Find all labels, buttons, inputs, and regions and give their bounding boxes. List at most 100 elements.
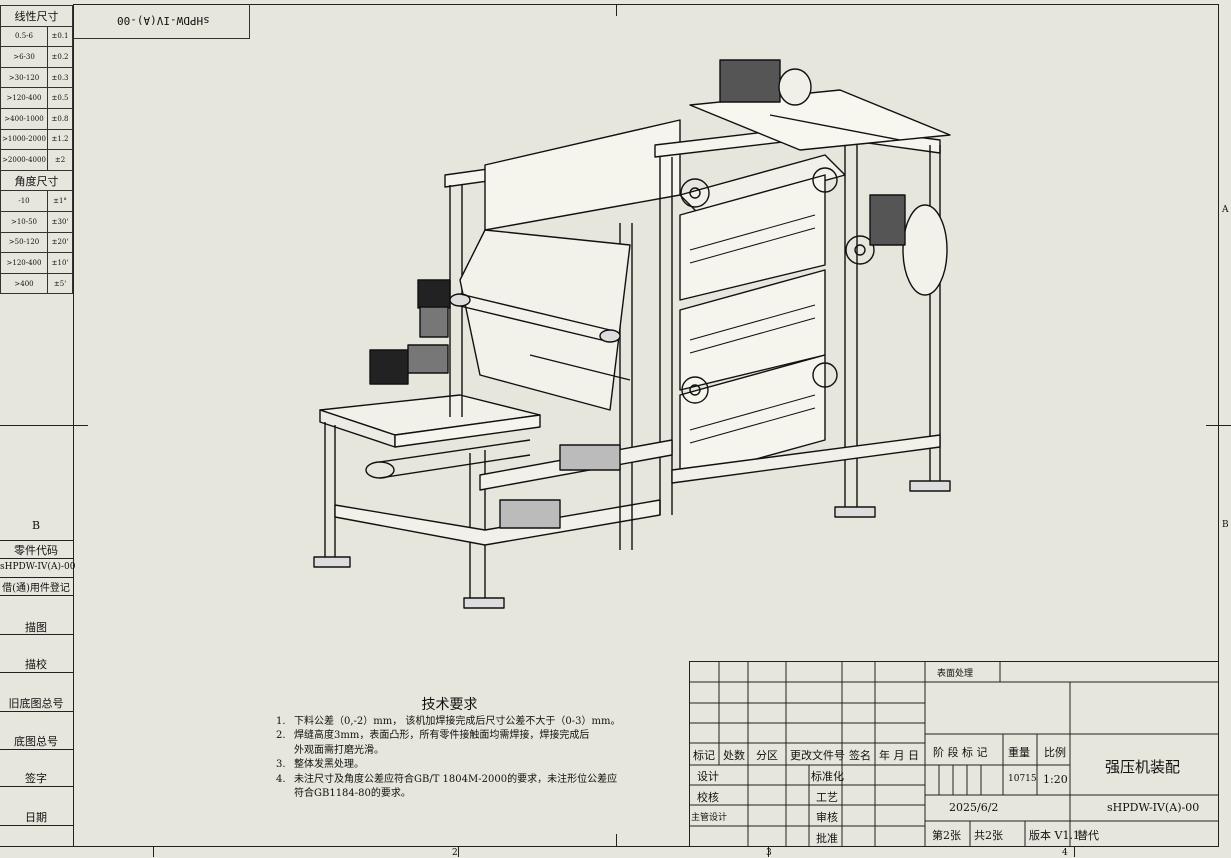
- zone-letter-left: B: [31, 519, 41, 532]
- zone-number: 4: [1062, 848, 1068, 858]
- design-label: 设计: [697, 770, 719, 783]
- tol-value: ±0.2: [47, 46, 73, 68]
- part-code: sHPDW-IV(A)-00: [0, 562, 76, 572]
- tol-range: >120-400: [0, 252, 48, 274]
- tol-range: -10: [0, 190, 48, 212]
- zone-number: 3: [766, 848, 772, 858]
- tech-item: 3. 整体发黑处理。: [272, 758, 672, 773]
- header-count: 处数: [723, 749, 745, 762]
- header-change-doc: 更改文件号: [790, 749, 845, 762]
- tech-item-number: 3.: [276, 759, 286, 770]
- linear-title: 线性尺寸: [0, 5, 73, 27]
- header-date: 年 月 日: [879, 749, 919, 762]
- tick: [616, 834, 617, 846]
- rule: [0, 595, 73, 596]
- tol-range: >400-1000: [0, 107, 48, 130]
- tol-value: ±0.3: [47, 66, 73, 89]
- rule: [0, 672, 73, 673]
- stage-mark-label: 阶 段 标 记: [933, 746, 988, 759]
- tech-item-text: 外观面需打磨光滑。: [294, 744, 384, 756]
- technical-requirements: 技术要求 1. 下料公差（0,-2）mm， 该机加焊接完成后尺寸公差不大于（0-3…: [272, 698, 672, 802]
- base-drawing-label: 底图总号: [14, 735, 58, 748]
- tol-range: 0.5-6: [0, 25, 48, 48]
- version: 版本 V1.1: [1029, 829, 1080, 842]
- tol-range: >1000-2000: [0, 128, 48, 151]
- rule: [0, 558, 73, 559]
- tech-item: 符合GB1184-80的要求。: [272, 787, 672, 802]
- rule: [0, 577, 73, 578]
- tech-item: 4. 未注尺寸及角度公差应符合GB/T 1804M-2000的要求，未注形位公差应: [272, 773, 672, 788]
- header-mark: 标记: [693, 749, 715, 762]
- tol-value: ±20': [47, 231, 73, 254]
- tol-value: ±1°: [47, 190, 73, 212]
- surface-treatment-label: 表面处理: [937, 669, 974, 679]
- tol-value: ±5': [47, 272, 73, 295]
- weight-label: 重量: [1008, 746, 1030, 759]
- tech-item: 1. 下料公差（0,-2）mm， 该机加焊接完成后尺寸公差不大于（0-3）mm。: [272, 715, 672, 730]
- tech-item-text: 符合GB1184-80的要求。: [294, 788, 411, 799]
- mirrored-code-box: sHPDW-IV(A)-00: [73, 4, 250, 39]
- replaces-label: 替代: [1077, 829, 1099, 842]
- trace-check-label: 描校: [25, 658, 47, 671]
- scale-label: 比例: [1044, 746, 1066, 759]
- check-label: 校核: [697, 791, 719, 804]
- tol-value: ±1.2: [47, 128, 73, 151]
- rule: [0, 540, 73, 541]
- sheet-number: 第2张: [932, 829, 961, 842]
- tick: [1074, 846, 1075, 857]
- tech-title: 技术要求: [421, 697, 478, 713]
- rule: [0, 634, 73, 635]
- tech-item-text: 整体发黑处理。: [294, 759, 364, 770]
- tol-range: >6-30: [0, 46, 48, 68]
- angular-title: 角度尺寸: [0, 169, 73, 192]
- tech-item-number: 2.: [276, 730, 286, 741]
- tick: [0, 425, 88, 426]
- tech-item-text: 下料公差（0,-2）mm， 该机加焊接完成后尺寸公差不大于（0-3）mm。: [294, 715, 621, 727]
- tol-value: ±10': [47, 252, 73, 274]
- standardization-label: 标准化: [811, 770, 844, 783]
- frame-top: [73, 4, 1219, 5]
- mirrored-code: sHPDW-IV(A)-00: [117, 14, 210, 27]
- tol-range: >120-400: [0, 87, 48, 109]
- sign-label: 签字: [25, 772, 47, 785]
- tol-range: >10-50: [0, 210, 48, 233]
- tick: [768, 846, 769, 857]
- tol-range: >50-120: [0, 231, 48, 254]
- title-block: 表面处理 标记 处数 分区 更改文件号 签名 年 月 日 设计 标准化 校核 工…: [689, 661, 1219, 847]
- date-label: 日期: [25, 811, 47, 824]
- trace-label: 描图: [25, 621, 47, 634]
- rule: [0, 711, 73, 712]
- tol-range: >2000-4000: [0, 149, 48, 171]
- approve-label: 批准: [816, 832, 838, 845]
- zone-number: 2: [452, 848, 458, 858]
- zone-letter: A: [1222, 205, 1229, 215]
- tick: [616, 4, 617, 16]
- rule: [0, 786, 73, 787]
- tech-item-number: 4.: [276, 773, 286, 785]
- tol-value: ±2: [47, 149, 73, 171]
- tick: [458, 846, 459, 857]
- process-label: 工艺: [816, 791, 838, 804]
- drawing-code: sHPDW-IV(A)-00: [1107, 801, 1200, 814]
- old-drawing-label: 旧底图总号: [8, 697, 64, 710]
- review-label: 审核: [816, 811, 838, 824]
- tol-range: >30-120: [0, 66, 48, 89]
- borrow-label: 借(通)用件登记: [2, 583, 70, 594]
- tol-value: ±30': [47, 210, 73, 233]
- drawing-date: 2025/6/2: [949, 801, 999, 814]
- zone-letter: B: [1222, 520, 1229, 530]
- tick: [153, 846, 154, 857]
- title-block-grid: [689, 661, 1219, 847]
- sheet-total: 共2张: [974, 829, 1003, 842]
- tick: [1206, 425, 1231, 426]
- rule: [0, 749, 73, 750]
- drawing-name: 强压机装配: [1105, 758, 1181, 776]
- tech-item: 外观面需打磨光滑。: [272, 744, 672, 759]
- rule: [0, 825, 73, 826]
- frame-bottom: [0, 846, 1219, 847]
- tol-range: >400: [0, 272, 48, 295]
- tech-item-text: 未注尺寸及角度公差应符合GB/T 1804M-2000的要求，未注形位公差应: [294, 773, 618, 785]
- tech-item-number: 1.: [276, 715, 286, 727]
- scale-value: 1:20: [1043, 773, 1068, 786]
